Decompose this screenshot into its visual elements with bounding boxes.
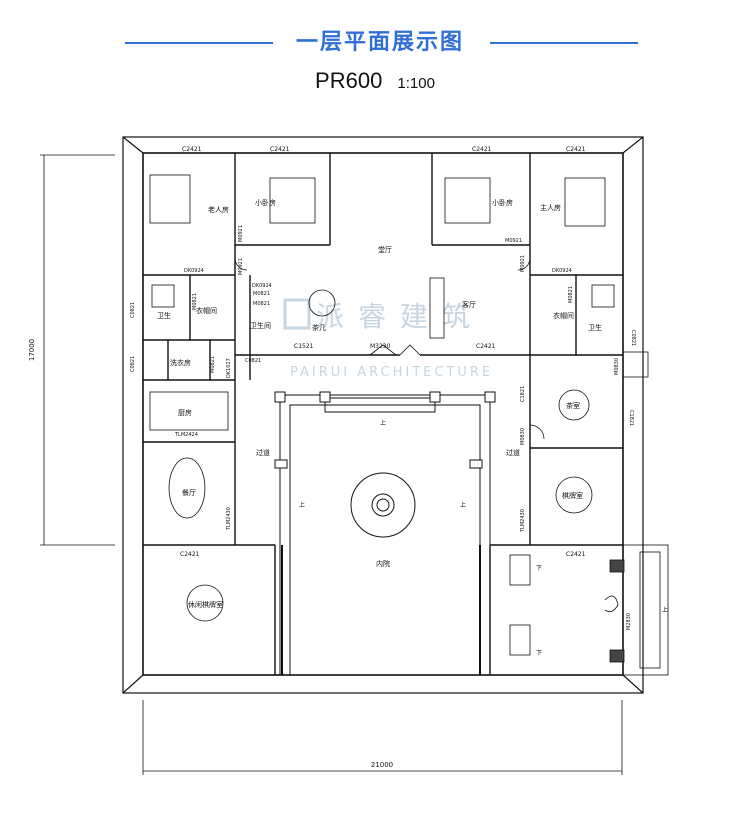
header-rule-right bbox=[490, 42, 638, 44]
label-c2421: C2421 bbox=[476, 343, 496, 350]
label-c2421: C2421 bbox=[182, 146, 202, 153]
bed-small-left bbox=[269, 177, 316, 224]
plan-scale: 1:100 bbox=[397, 75, 435, 92]
toilet-fixture-left bbox=[151, 284, 175, 308]
room-laundry: 洗衣房 bbox=[170, 358, 191, 367]
label-m2830: M2830 bbox=[626, 613, 632, 630]
room-dining: 餐厅 bbox=[182, 488, 196, 497]
room-corridor-left: 过道 bbox=[256, 448, 270, 457]
dining-table bbox=[168, 457, 206, 519]
interior-walls bbox=[143, 153, 623, 675]
label-m0821: M0821 bbox=[568, 286, 574, 303]
stair-mark-up: 上 bbox=[460, 501, 466, 509]
label-c1821: C1821 bbox=[520, 386, 526, 402]
dimension-width-label: 21000 bbox=[371, 761, 393, 769]
label-c2421: C2421 bbox=[180, 551, 200, 558]
label-m0821: M0821 bbox=[253, 291, 270, 297]
label-c2421: C2421 bbox=[270, 146, 290, 153]
toilet-fixture-right bbox=[591, 284, 615, 308]
room-living: 客厅 bbox=[462, 300, 476, 309]
door-swings bbox=[234, 257, 619, 613]
room-small-bedroom-right: 小卧房 bbox=[492, 198, 513, 207]
page-title: 一层平面展示图 bbox=[295, 30, 464, 55]
stair-mark-up: 上 bbox=[662, 606, 668, 614]
label-c2421: C2421 bbox=[472, 146, 492, 153]
label-dk0924: DK0924 bbox=[252, 283, 272, 289]
label-m0830: M0830 bbox=[520, 428, 526, 445]
label-dk1027: DK1027 bbox=[226, 358, 232, 378]
label-c2421: C2421 bbox=[566, 551, 586, 558]
porch-steps bbox=[509, 351, 669, 676]
room-cloakroom-right: 衣帽间 bbox=[553, 311, 574, 320]
label-m3230: M3230 bbox=[370, 343, 391, 350]
room-toilet-small: 卫生间 bbox=[250, 321, 271, 330]
label-m0921: M0921 bbox=[505, 238, 522, 244]
stair-mark-down: 下 bbox=[536, 650, 542, 657]
label-m0821: M0821 bbox=[192, 293, 198, 310]
plan-subtitle: PR600 1:100 bbox=[0, 68, 750, 94]
courtyard-center-ornament bbox=[350, 472, 416, 538]
card-table-leisure bbox=[186, 584, 224, 622]
model-code: PR600 bbox=[315, 68, 383, 93]
courtyard-colonnade bbox=[274, 391, 496, 676]
label-m0921: M0921 bbox=[520, 255, 526, 272]
room-bathroom-left: 卫生 bbox=[157, 311, 171, 320]
room-leisure: 休闲棋牌室 bbox=[188, 600, 223, 609]
label-tlm2430: TLM2430 bbox=[226, 507, 232, 531]
bed-elder bbox=[149, 174, 191, 224]
label-c0821: C0821 bbox=[130, 356, 136, 372]
tea-room-table bbox=[558, 389, 590, 421]
label-m0921: M0921 bbox=[238, 258, 244, 275]
label-tlm2424: TLM2424 bbox=[174, 432, 198, 438]
room-hall: 堂厅 bbox=[378, 245, 392, 254]
label-c0821: C0821 bbox=[630, 330, 636, 346]
label-m0921: M0921 bbox=[238, 225, 244, 242]
watermark-logo-text: 派睿建筑 bbox=[316, 300, 484, 333]
label-dk0924: DK0924 bbox=[552, 268, 572, 274]
watermark-logo-mark bbox=[283, 298, 311, 330]
label-m0821: M0821 bbox=[210, 356, 216, 373]
room-family: 棋牌室 bbox=[562, 491, 583, 500]
tea-table bbox=[308, 289, 336, 317]
bed-small-right bbox=[444, 177, 491, 224]
label-c2421: C2421 bbox=[566, 146, 586, 153]
room-reading: 茶室 bbox=[566, 401, 580, 410]
label-c0821: C0821 bbox=[130, 302, 136, 318]
stair-mark-down: 下 bbox=[536, 565, 542, 572]
label-m0830: M0830 bbox=[614, 358, 620, 375]
kitchen-counter bbox=[149, 391, 229, 431]
room-small-bedroom-left: 小卧房 bbox=[255, 198, 276, 207]
dimension-depth bbox=[40, 154, 115, 546]
stair-mark-up: 上 bbox=[299, 501, 305, 509]
bed-master bbox=[564, 177, 606, 227]
label-c1821: C1821 bbox=[628, 410, 634, 426]
label-m0821: M0821 bbox=[253, 301, 270, 307]
dimension-width bbox=[142, 700, 623, 775]
label-c0821: C0821 bbox=[245, 358, 261, 364]
room-cloakroom-left: 衣帽间 bbox=[196, 306, 217, 315]
page-header: 一层平面展示图 bbox=[0, 24, 750, 64]
label-c1521: C1521 bbox=[294, 343, 314, 350]
label-dk0924: DK0924 bbox=[184, 268, 204, 274]
room-courtyard: 内院 bbox=[376, 559, 390, 568]
sofa bbox=[429, 277, 445, 339]
stair-mark-up: 上 bbox=[380, 419, 386, 427]
room-bathroom-right: 卫生 bbox=[588, 323, 602, 332]
room-kitchen: 厨房 bbox=[178, 408, 192, 417]
furniture bbox=[149, 174, 615, 622]
watermark-sub-text: PAIRUI ARCHITECTURE bbox=[290, 365, 493, 380]
watermark: 派睿建筑 PAIRUI ARCHITECTURE bbox=[283, 298, 493, 380]
room-master-bedroom: 主人房 bbox=[540, 203, 561, 212]
label-tlm2430: TLM2430 bbox=[520, 509, 526, 533]
room-elder-bedroom: 老人房 bbox=[208, 205, 229, 214]
header-rule-left bbox=[125, 42, 273, 44]
dimension-depth-label: 17000 bbox=[28, 339, 36, 361]
room-corridor-right: 过道 bbox=[506, 448, 520, 457]
room-tea-area: 茶几 bbox=[312, 323, 326, 332]
card-table-family bbox=[555, 476, 593, 514]
